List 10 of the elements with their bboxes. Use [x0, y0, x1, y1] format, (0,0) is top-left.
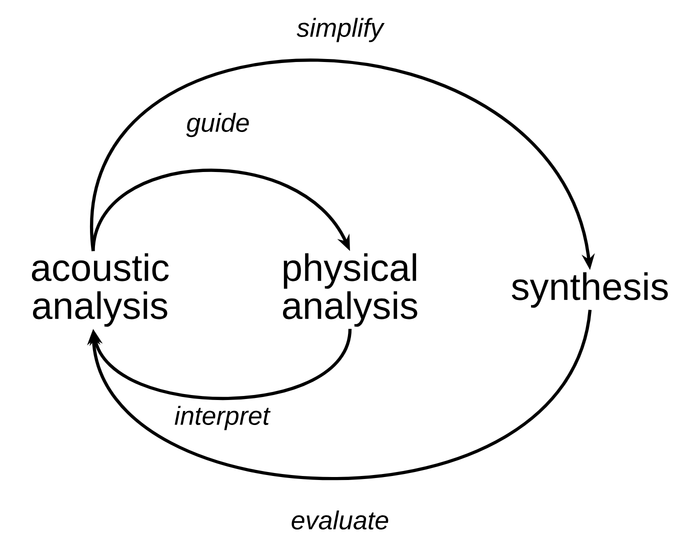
arrow: [90, 328, 352, 400]
edge-label: simplify: [296, 16, 385, 44]
node-label: physical analysis: [282, 253, 418, 327]
node-label: acoustic analysis: [32, 253, 169, 327]
edge-label: interpret: [173, 404, 271, 432]
edge-label: guide: [185, 112, 251, 138]
edge-label: evaluate: [290, 509, 390, 531]
node-label: synthesis: [512, 272, 668, 308]
arrow: [87, 310, 592, 480]
arrow: [92, 168, 350, 252]
